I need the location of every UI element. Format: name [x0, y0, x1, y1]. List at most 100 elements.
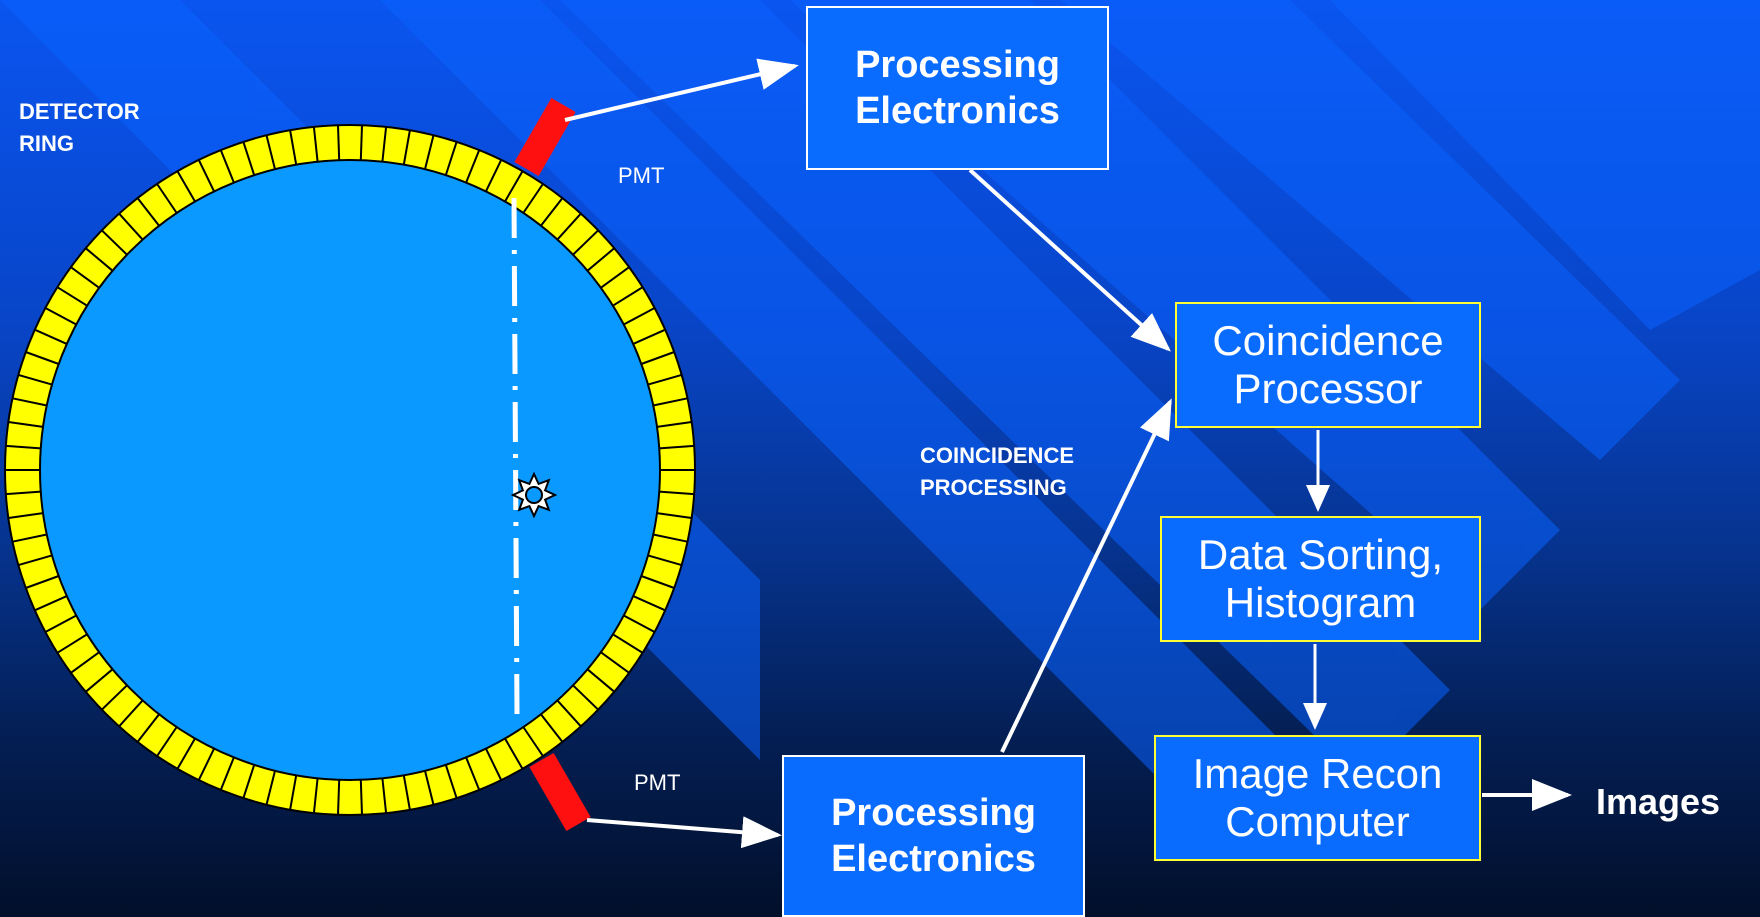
processing-electronics-top-box: Processing Electronics: [806, 6, 1109, 170]
detector-segment-divider: [444, 141, 458, 176]
pmt-bottom: [529, 752, 591, 832]
detector-segment-divider: [659, 490, 695, 496]
detector-segment-divider: [359, 125, 363, 161]
line-of-response: [511, 197, 520, 716]
detector-segment-divider: [156, 183, 178, 214]
detector-segment-divider: [197, 748, 215, 781]
pmt-top: [514, 97, 576, 177]
processing-bottom-line-2: Electronics: [831, 838, 1036, 880]
detector-segment-divider: [25, 575, 60, 589]
coincidence-processing-label: COINCIDENCE PROCESSING: [920, 440, 1074, 504]
detector-segment-divider: [586, 247, 615, 272]
detector-segment-divider: [18, 554, 53, 567]
detector-segment-divider: [337, 779, 341, 815]
detector-segment-divider: [101, 229, 128, 256]
detector-segment-divider: [623, 614, 656, 633]
detector-segment-divider: [118, 699, 144, 728]
detector-segment-divider: [612, 286, 644, 307]
detector-segment-divider: [465, 149, 481, 183]
detector-segment-divider: [8, 512, 44, 519]
detector-segment-divider: [656, 421, 692, 428]
detector-ring-label-line-1: DETECTOR: [19, 99, 140, 124]
detector-segment-divider: [5, 444, 41, 450]
coincidence-processor-line-1: Coincidence: [1212, 317, 1444, 364]
detector-segment-divider: [34, 328, 68, 345]
detector-segment-divider: [656, 512, 692, 519]
detector-segment-divider: [586, 668, 615, 693]
detector-segment-divider: [647, 554, 682, 567]
detector-segment-divider: [522, 183, 544, 214]
processing-electronics-bottom-box: Processing Electronics: [782, 755, 1085, 917]
detector-segment-divider: [265, 770, 276, 806]
detector-segment-divider: [85, 668, 114, 693]
detector-segment-divider: [465, 757, 481, 791]
detector-segment-divider: [572, 684, 599, 711]
images-label: Images: [1596, 781, 1721, 822]
image-recon-line-1: Image Recon: [1192, 750, 1443, 797]
detector-segment-divider: [402, 775, 411, 810]
detector-segment-divider: [85, 247, 114, 272]
detector-ring-label: DETECTOR RING: [19, 96, 140, 160]
detector-segment-divider: [359, 779, 363, 815]
detector-segment-divider: [556, 699, 582, 728]
detector-segment-divider: [176, 170, 196, 203]
detector-segment-divider: [70, 651, 100, 674]
detector-segment-divider: [136, 197, 160, 227]
detector-segment-divider: [381, 126, 388, 162]
flow-arrows: [564, 58, 1572, 849]
detector-segment-divider: [444, 764, 458, 799]
detector-segment-divider: [504, 737, 524, 770]
detector-segment-divider: [289, 130, 298, 165]
detector-segment-divider: [640, 351, 675, 365]
detector-segment-divider: [8, 421, 44, 428]
detector-ring-segments: [5, 125, 695, 815]
processing-top-line-1: Processing: [855, 44, 1060, 86]
detector-segment-divider: [44, 307, 77, 326]
detector-segment-divider: [312, 126, 319, 162]
detector-ring-label-line-2: RING: [19, 131, 74, 156]
detector-segment-divider: [381, 778, 388, 814]
coincidence-processor-box: Coincidence Processor: [1175, 302, 1481, 428]
detector-segment-divider: [44, 614, 77, 633]
detector-segment-divider: [34, 595, 68, 612]
pmt-bottom-label: PMT: [634, 770, 681, 795]
detector-segment-divider: [56, 286, 88, 307]
detector-segment-divider: [56, 633, 88, 654]
detector-segment-divider: [176, 737, 196, 770]
scanner-field: [39, 159, 661, 781]
processing-bottom-line-1: Processing: [831, 792, 1036, 834]
detector-segment-divider: [242, 141, 256, 176]
data-sorting-box: Data Sorting, Histogram: [1160, 516, 1481, 642]
detector-segment-divider: [25, 351, 60, 365]
detector-segment-divider: [118, 212, 144, 241]
sun-icon: [510, 471, 558, 519]
arrow-pmt-top-to-processing: [564, 58, 799, 122]
detector-segment-divider: [522, 726, 544, 757]
detector-segment-divider: [640, 575, 675, 589]
detector-segment-divider: [652, 533, 688, 543]
detector-segment-divider: [197, 159, 215, 192]
detector-segment-divider: [265, 134, 276, 170]
image-recon-line-2: Computer: [1225, 798, 1410, 845]
detector-segment-divider: [632, 328, 666, 345]
pmt-top-label: PMT: [618, 163, 665, 188]
arrow-processing-bottom-to-coincidence: [1000, 398, 1172, 753]
detector-segment-divider: [219, 757, 235, 791]
detector-segment-divider: [504, 170, 524, 203]
detector-segment-divider: [312, 778, 319, 814]
coincidence-processor-line-2: Processor: [1233, 365, 1423, 412]
detector-segment-divider: [219, 149, 235, 183]
detector-segment-divider: [101, 684, 128, 711]
detector-segment-divider: [485, 748, 503, 781]
detector-segment-divider: [402, 130, 411, 165]
detector-segment-divider: [18, 373, 53, 386]
detector-segment-divider: [623, 307, 656, 326]
detector-segment-divider: [242, 764, 256, 799]
detector-segment-divider: [652, 397, 688, 407]
detector-segment-divider: [424, 770, 435, 806]
detector-ring: [4, 124, 696, 816]
detector-segment-divider: [12, 533, 48, 543]
detector-segment-divider: [289, 775, 298, 810]
data-sorting-line-1: Data Sorting,: [1197, 531, 1444, 578]
detector-segment-divider: [556, 212, 582, 241]
